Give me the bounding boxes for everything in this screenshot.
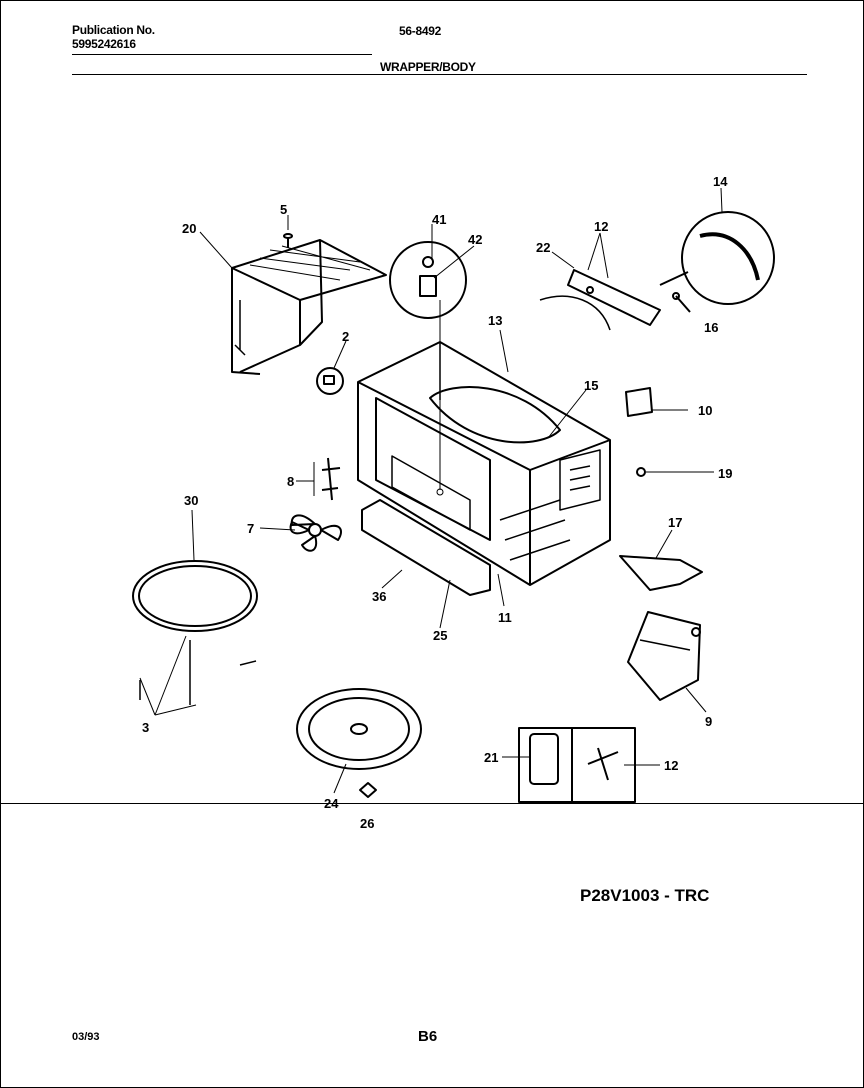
part-5-screw	[283, 233, 293, 248]
callout-15: 15	[584, 378, 598, 393]
model-number: 56-8492	[399, 24, 441, 38]
callout-3: 3	[142, 720, 149, 735]
callout-24: 24	[324, 796, 339, 811]
callout-22: 22	[536, 240, 550, 255]
reference-code: P28V1003 - TRC	[580, 886, 710, 905]
callout-2: 2	[342, 329, 349, 344]
part-2-detail	[316, 367, 344, 395]
publication-label: Publication No.	[72, 23, 155, 37]
part-14-detail	[681, 211, 775, 305]
callout-19: 19	[718, 466, 732, 481]
part-3-rollers	[139, 640, 257, 705]
callout-8: 8	[287, 474, 294, 489]
main-cavity	[357, 300, 611, 586]
callout-30: 30	[184, 493, 198, 508]
callout-11: 11	[498, 610, 512, 625]
publication-number: 5995242616	[72, 37, 136, 51]
part-22-latch-assembly	[539, 269, 689, 331]
part-17-duct	[619, 555, 703, 591]
callout-26: 26	[360, 816, 374, 831]
footer-page-number: B6	[418, 1028, 438, 1045]
part-25-base-plate	[361, 499, 491, 629]
part-9-housing	[627, 611, 701, 701]
part-24-turntable	[296, 688, 422, 770]
callout-9: 9	[705, 714, 712, 729]
section-rule	[72, 74, 807, 75]
callout-42: 42	[468, 232, 482, 247]
section-title: WRAPPER/BODY	[380, 60, 476, 74]
part-20-top-shield	[231, 239, 387, 375]
callout-21: 21	[484, 750, 498, 765]
callout-7: 7	[247, 521, 254, 536]
header-rule	[72, 54, 372, 55]
callout-36: 36	[372, 589, 386, 604]
callout-16: 16	[704, 320, 718, 335]
callout-20: 20	[182, 221, 196, 236]
footer-date: 03/93	[72, 1031, 100, 1043]
callout-13: 13	[488, 313, 502, 328]
lower-divider	[0, 803, 864, 804]
callout-25: 25	[433, 628, 447, 643]
callout-17: 17	[668, 515, 682, 530]
part-7-fan	[289, 514, 342, 552]
part-26-coupler	[359, 782, 377, 798]
callout-41: 41	[432, 212, 446, 227]
callout-5: 5	[280, 202, 287, 217]
callout-12-inset: 12	[664, 758, 678, 773]
part-10-bracket	[625, 387, 653, 417]
part-30-ring	[132, 560, 258, 632]
part-19-clip	[636, 467, 646, 477]
callout-14: 14	[713, 174, 728, 189]
leader-lines	[139, 187, 723, 794]
part-16-screw	[672, 292, 691, 313]
part-41-42-detail	[389, 241, 467, 319]
callout-10: 10	[698, 403, 712, 418]
part-8-pin	[313, 457, 341, 501]
callout-12-top: 12	[594, 219, 608, 234]
inset-box-21-12	[518, 727, 636, 803]
